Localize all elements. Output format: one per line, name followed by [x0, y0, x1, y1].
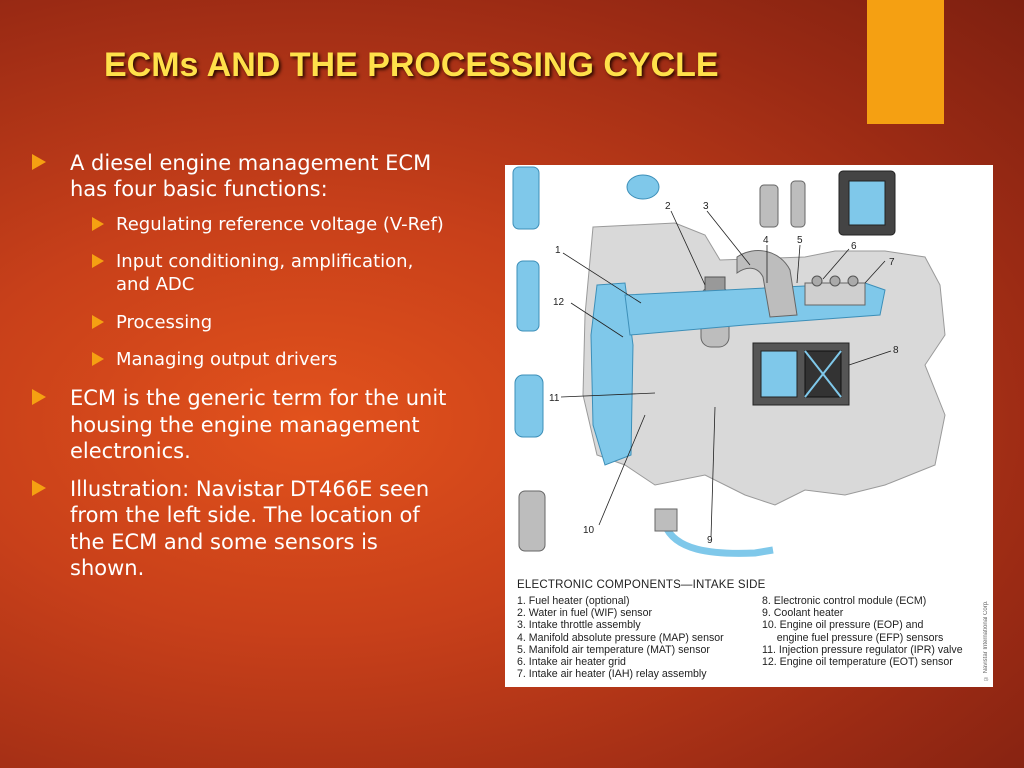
figure-caption: ELECTRONIC COMPONENTS—INTAKE SIDE 1. Fue… [517, 579, 987, 680]
callout-4: 4 [763, 235, 769, 246]
sub-bullet-text: Managing output drivers [116, 349, 338, 371]
bullet-text: ECM is the generic term for the unit hou… [70, 386, 447, 463]
leader-lines [560, 210, 892, 538]
legend-item: 4. Manifold absolute pressure (MAP) sens… [517, 631, 724, 644]
engine-diagram: 1 2 3 4 5 6 7 8 9 10 11 12 [512, 166, 946, 557]
callout-12: 12 [553, 297, 565, 308]
copyright-notice: © Navistar International Corp. [983, 601, 989, 681]
sub-bullet-arrow-icon [92, 216, 104, 231]
legend-item: 11. Injection pressure regulator (IPR) v… [762, 643, 963, 656]
legend-item: 3. Intake throttle assembly [517, 619, 641, 632]
callout-9: 9 [707, 535, 713, 546]
sensor-icon [759, 184, 779, 228]
callout-7: 7 [889, 257, 895, 268]
sensor-icon [518, 490, 546, 552]
legend-item: 5. Manifold air temperature (MAT) sensor [517, 643, 710, 656]
bullet-arrow-icon [32, 154, 46, 170]
bullet-text: Illustration: Navistar DT466E seen from … [70, 477, 430, 580]
slide-title: ECMs AND THE PROCESSING CYCLE [104, 46, 719, 84]
sub-bullet-item: Input conditioning, amplification, and A… [70, 250, 452, 297]
caption-title: ELECTRONIC COMPONENTS—INTAKE SIDE [517, 579, 766, 591]
coolant-heater-shape [661, 523, 774, 557]
callout-10: 10 [583, 525, 595, 536]
bullet-item: ECM is the generic term for the unit hou… [32, 385, 452, 464]
callout-3: 3 [703, 201, 709, 212]
legend-item: 6. Intake air heater grid [517, 656, 626, 669]
legend-item: 12. Engine oil temperature (EOT) sensor [762, 656, 953, 669]
sensor-icon [512, 166, 540, 230]
sub-bullet-item: Managing output drivers [70, 348, 452, 371]
sub-bullet-text: Processing [116, 311, 213, 333]
sub-bullet-text: Regulating reference voltage (V-Ref) [116, 213, 444, 235]
sub-bullet-arrow-icon [92, 314, 104, 329]
sensor-icon [516, 260, 540, 332]
legend-item: 7. Intake air heater (IAH) relay assembl… [517, 668, 707, 681]
legend-item: 2. Water in fuel (WIF) sensor [517, 607, 653, 620]
callout-1: 1 [555, 245, 561, 256]
callout-5: 5 [797, 235, 803, 246]
sub-bullet-item: Processing [70, 311, 452, 334]
callout-6: 6 [851, 241, 857, 252]
legend-right-column: 8. Electronic control module (ECM) 9. Co… [762, 595, 987, 680]
valve-icon [514, 374, 544, 438]
sub-bullet-list: Regulating reference voltage (V-Ref) Inp… [70, 213, 452, 372]
legend-item: 9. Coolant heater [762, 607, 844, 620]
bullet-item: Illustration: Navistar DT466E seen from … [32, 476, 452, 581]
accent-block [867, 0, 944, 124]
legend-item: 8. Electronic control module (ECM) [762, 595, 927, 607]
legend-item: engine fuel pressure (EFP) sensors [762, 631, 944, 644]
bullet-item: A diesel engine management ECM has four … [32, 150, 452, 371]
intake-elbow-shape [736, 250, 798, 318]
sub-bullet-item: Regulating reference voltage (V-Ref) [70, 213, 452, 236]
legend-item: 10. Engine oil pressure (EOP) and [762, 619, 924, 632]
bullet-arrow-icon [32, 480, 46, 497]
sensor-icon [626, 174, 660, 200]
callout-11: 11 [549, 393, 560, 404]
sub-bullet-arrow-icon [92, 352, 104, 367]
bullet-arrow-icon [32, 389, 46, 406]
bullet-text: A diesel engine management ECM has four … [70, 151, 432, 202]
caption-legend: 1. Fuel heater (optional) 2. Water in fu… [517, 595, 987, 680]
legend-left-column: 1. Fuel heater (optional) 2. Water in fu… [517, 595, 762, 680]
callout-2: 2 [665, 201, 671, 212]
sensor-icon [790, 180, 806, 228]
legend-item: 1. Fuel heater (optional) [517, 595, 630, 607]
sub-bullet-arrow-icon [92, 253, 104, 268]
callout-8: 8 [893, 345, 899, 356]
sub-bullet-text: Input conditioning, amplification, and A… [116, 250, 414, 296]
bullet-list: A diesel engine management ECM has four … [32, 150, 452, 593]
engine-illustration: 1 2 3 4 5 6 7 8 9 10 11 12 ELECTRONIC CO… [505, 165, 993, 687]
